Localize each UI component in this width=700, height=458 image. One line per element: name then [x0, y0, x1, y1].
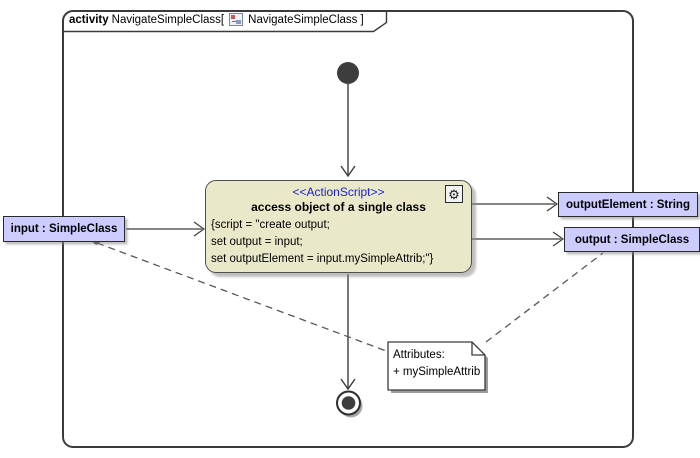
- object-flow-action-to-output[interactable]: [472, 231, 565, 247]
- frame-diagram-ref: NavigateSimpleClass: [248, 13, 358, 26]
- action-script-gear-icon[interactable]: ⚙: [445, 185, 463, 203]
- pin-output-element[interactable]: outputElement : String: [558, 192, 698, 217]
- pin-input-label: input : SimpleClass: [10, 223, 118, 235]
- note-fold-icon: [471, 342, 485, 356]
- action-script-body: {script = "create output; set output = i…: [211, 217, 471, 268]
- note-shape[interactable]: [387, 341, 488, 393]
- control-flow-initial-to-action[interactable]: [340, 84, 356, 178]
- object-flow-input-to-action[interactable]: [126, 221, 206, 237]
- pin-output-label: output : SimpleClass: [574, 233, 690, 246]
- note-line: Attributes:: [393, 349, 445, 361]
- control-flow-action-to-final[interactable]: [340, 274, 356, 391]
- frame-name: NavigateSimpleClass[: [111, 13, 225, 26]
- activity-diagram-icon: [229, 13, 244, 26]
- script-line: {script = "create output;: [211, 219, 330, 231]
- frame-keyword: activity: [69, 13, 109, 26]
- action-name: access object of a single class: [251, 200, 426, 214]
- pin-input[interactable]: input : SimpleClass: [3, 216, 125, 242]
- note-anchor-to-output-pin[interactable]: [485, 252, 604, 343]
- note-line: + mySimpleAttrib: [393, 366, 481, 378]
- frame-title[interactable]: activity NavigateSimpleClass[ NavigateSi…: [69, 13, 364, 26]
- pin-output[interactable]: output : SimpleClass: [564, 227, 700, 252]
- action-stereotype: <<ActionScript>>: [292, 185, 385, 199]
- pin-output-element-label: outputElement : String: [566, 198, 690, 211]
- frame-bracket-close: ]: [360, 13, 364, 26]
- script-line: set outputElement = input.mySimpleAttrib…: [211, 253, 434, 265]
- initial-node[interactable]: [337, 62, 359, 84]
- final-node[interactable]: [336, 390, 363, 418]
- action-node[interactable]: <<ActionScript>> access object of a sing…: [205, 180, 472, 273]
- object-flow-action-to-outputelement[interactable]: [472, 196, 559, 212]
- note-text[interactable]: Attributes: + mySimpleAttrib: [393, 347, 483, 381]
- frame-title-pentagon: [62, 10, 388, 33]
- script-line: set output = input;: [211, 236, 303, 248]
